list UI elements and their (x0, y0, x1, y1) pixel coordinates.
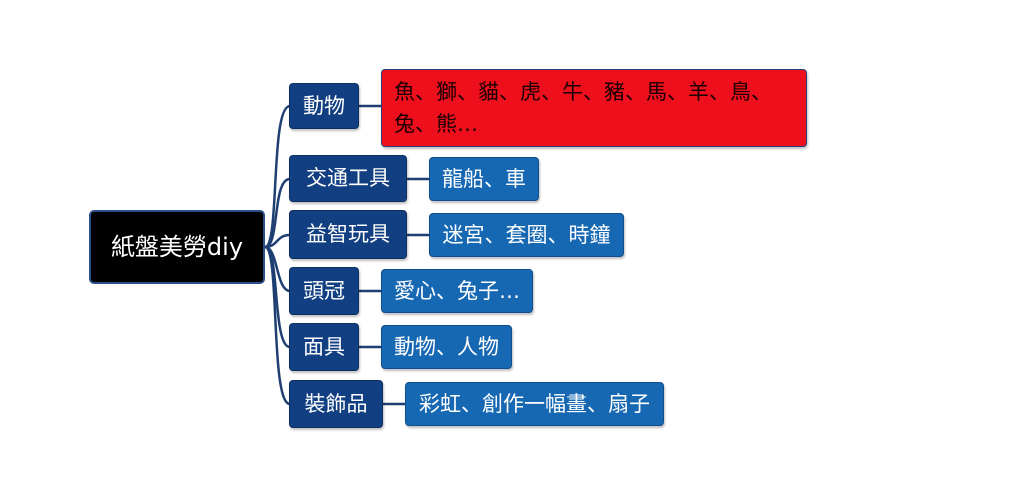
category-puzzle-toys: 益智玩具 (289, 210, 407, 259)
detail-animals-text: 魚、獅、貓、虎、牛、豬、馬、羊、鳥、兔、熊… (394, 80, 772, 136)
detail-animals: 魚、獅、貓、虎、牛、豬、馬、羊、鳥、兔、熊… (381, 69, 807, 147)
category-decorations: 裝飾品 (289, 380, 383, 428)
connector-root-decorations (263, 245, 292, 406)
detail-vehicles: 龍船、車 (429, 157, 539, 201)
category-animals: 動物 (289, 83, 359, 129)
detail-decorations: 彩虹、創作一幅畫、扇子 (405, 382, 664, 426)
detail-puzzle-toys: 迷宮、套圈、時鐘 (429, 213, 624, 257)
connector-root-vehicles (263, 177, 292, 249)
category-masks: 面具 (289, 323, 359, 371)
category-vehicles: 交通工具 (289, 155, 407, 202)
category-headwear: 頭冠 (289, 267, 359, 315)
detail-masks: 動物、人物 (381, 325, 512, 369)
connector-root-animals (263, 104, 292, 249)
root-node: 紙盤美勞diy (89, 210, 265, 284)
connector-root-masks (263, 245, 292, 349)
detail-headwear: 愛心、兔子… (381, 269, 533, 313)
